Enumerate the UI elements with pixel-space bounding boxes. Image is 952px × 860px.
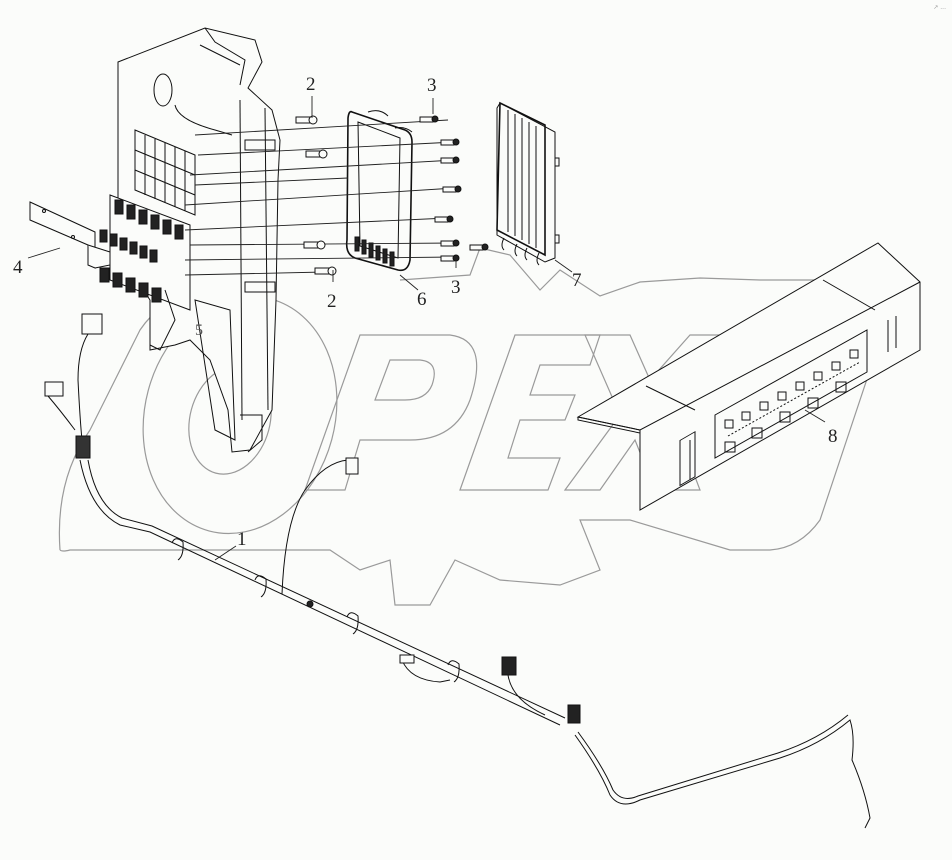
callout-2-upper: 2	[306, 74, 316, 95]
leader-lines	[27, 96, 826, 561]
corner-mark: ↗ ...	[933, 4, 946, 11]
part-7-fuse-box-cover	[496, 101, 560, 266]
callout-3-lower: 3	[451, 277, 461, 298]
callout-6: 6	[417, 289, 427, 310]
callout-2-lower: 2	[327, 291, 337, 312]
callout-3-upper: 3	[427, 75, 437, 96]
part-1-wiring-harness	[44, 313, 871, 829]
screw-icon	[419, 115, 489, 262]
clip-icon	[171, 538, 460, 683]
part-6-fuse-box-frame	[345, 110, 413, 272]
main-panel-assembly	[99, 27, 281, 453]
callout-7: 7	[572, 270, 582, 291]
bolt-icon	[295, 115, 337, 276]
part-4-mounting-bracket	[29, 201, 111, 269]
fasteners-and-guides	[184, 115, 489, 276]
part-8-fuse-label-decal	[576, 242, 921, 511]
callout-5: 5	[195, 322, 203, 339]
callout-1: 1	[237, 529, 247, 550]
callout-8: 8	[828, 426, 838, 447]
callout-4: 4	[13, 257, 23, 278]
